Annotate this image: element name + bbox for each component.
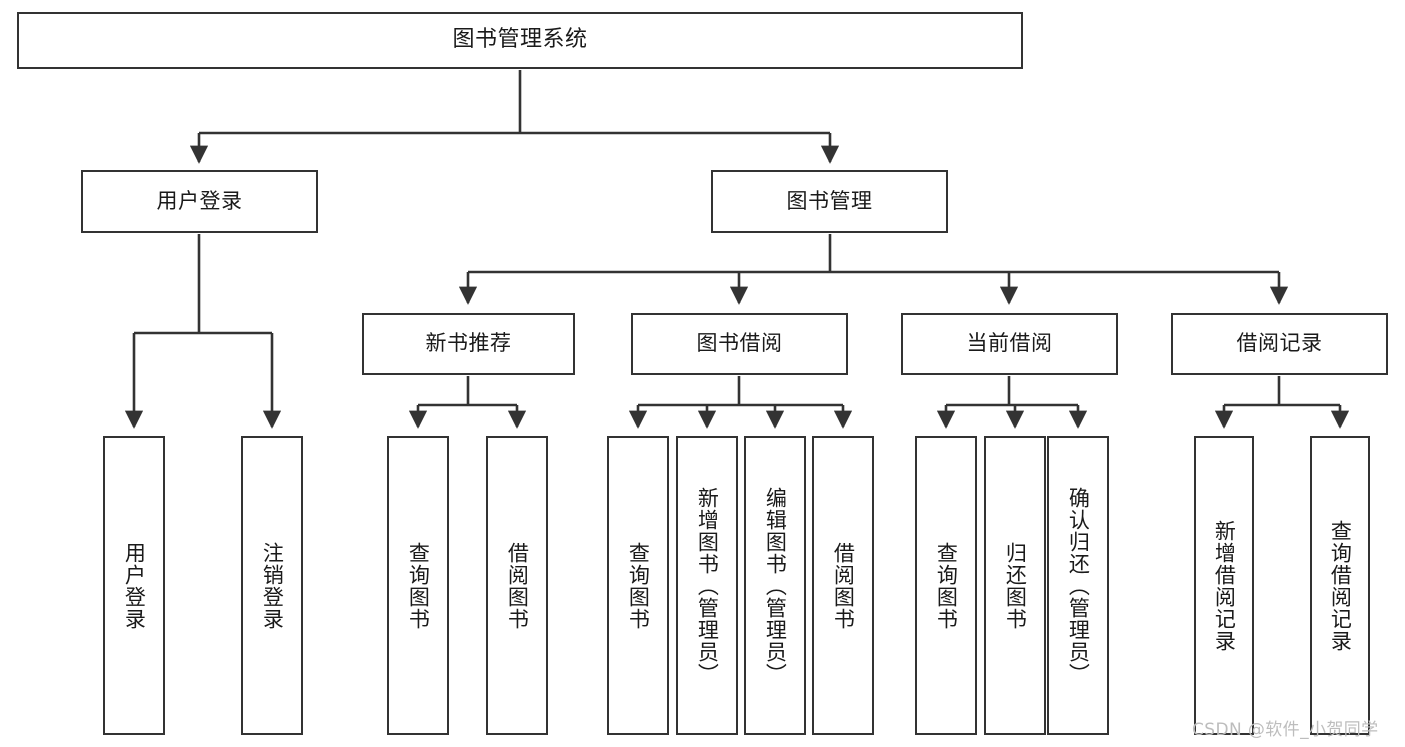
node-user-login-module[interactable]: 用户登录	[81, 170, 318, 233]
node-label: 注销登录	[260, 541, 285, 630]
node-label: 图书管理	[786, 188, 873, 213]
node-label: 用户登录	[156, 188, 243, 213]
node-label: 图书借阅	[696, 331, 783, 356]
node-book-management-module[interactable]: 图书管理	[711, 170, 948, 233]
node-root-system[interactable]: 图书管理系统	[17, 12, 1023, 69]
node-leaf-logout[interactable]: 注销登录	[241, 436, 303, 735]
node-book-borrow[interactable]: 图书借阅	[631, 313, 848, 375]
node-label: 归还图书	[1003, 541, 1028, 630]
node-leaf-add-book-admin[interactable]: 新增图书（管理员）	[676, 436, 738, 735]
node-label: 查询图书	[406, 541, 431, 630]
node-current-borrow[interactable]: 当前借阅	[901, 313, 1118, 375]
node-leaf-borrow-book[interactable]: 借阅图书	[812, 436, 874, 735]
node-new-book-recommend[interactable]: 新书推荐	[362, 313, 575, 375]
node-leaf-add-borrow-record[interactable]: 新增借阅记录	[1194, 436, 1254, 735]
node-label: 新增借阅记录	[1212, 519, 1237, 652]
node-label: 当前借阅	[966, 331, 1053, 356]
node-leaf-query-book-recommend[interactable]: 查询图书	[387, 436, 449, 735]
node-leaf-user-login[interactable]: 用户登录	[103, 436, 165, 735]
node-label: 查询借阅记录	[1328, 519, 1353, 652]
node-label: 确认归还（管理员）	[1066, 486, 1091, 685]
node-label: 借阅记录	[1236, 331, 1323, 356]
node-borrow-record[interactable]: 借阅记录	[1171, 313, 1388, 375]
node-label: 用户登录	[122, 541, 147, 630]
node-label: 新书推荐	[425, 331, 512, 356]
node-label: 借阅图书	[831, 541, 856, 630]
node-leaf-return-book[interactable]: 归还图书	[984, 436, 1046, 735]
node-label: 图书管理系统	[452, 27, 588, 53]
node-leaf-confirm-return-admin[interactable]: 确认归还（管理员）	[1047, 436, 1109, 735]
node-label: 新增图书（管理员）	[695, 486, 720, 685]
node-leaf-borrow-book-recommend[interactable]: 借阅图书	[486, 436, 548, 735]
node-leaf-edit-book-admin[interactable]: 编辑图书（管理员）	[744, 436, 806, 735]
node-label: 查询图书	[934, 541, 959, 630]
node-leaf-query-book-borrow[interactable]: 查询图书	[607, 436, 669, 735]
node-label: 查询图书	[626, 541, 651, 630]
node-label: 编辑图书（管理员）	[763, 486, 788, 685]
node-label: 借阅图书	[505, 541, 530, 630]
node-leaf-query-borrow-record[interactable]: 查询借阅记录	[1310, 436, 1370, 735]
node-leaf-query-book-current[interactable]: 查询图书	[915, 436, 977, 735]
